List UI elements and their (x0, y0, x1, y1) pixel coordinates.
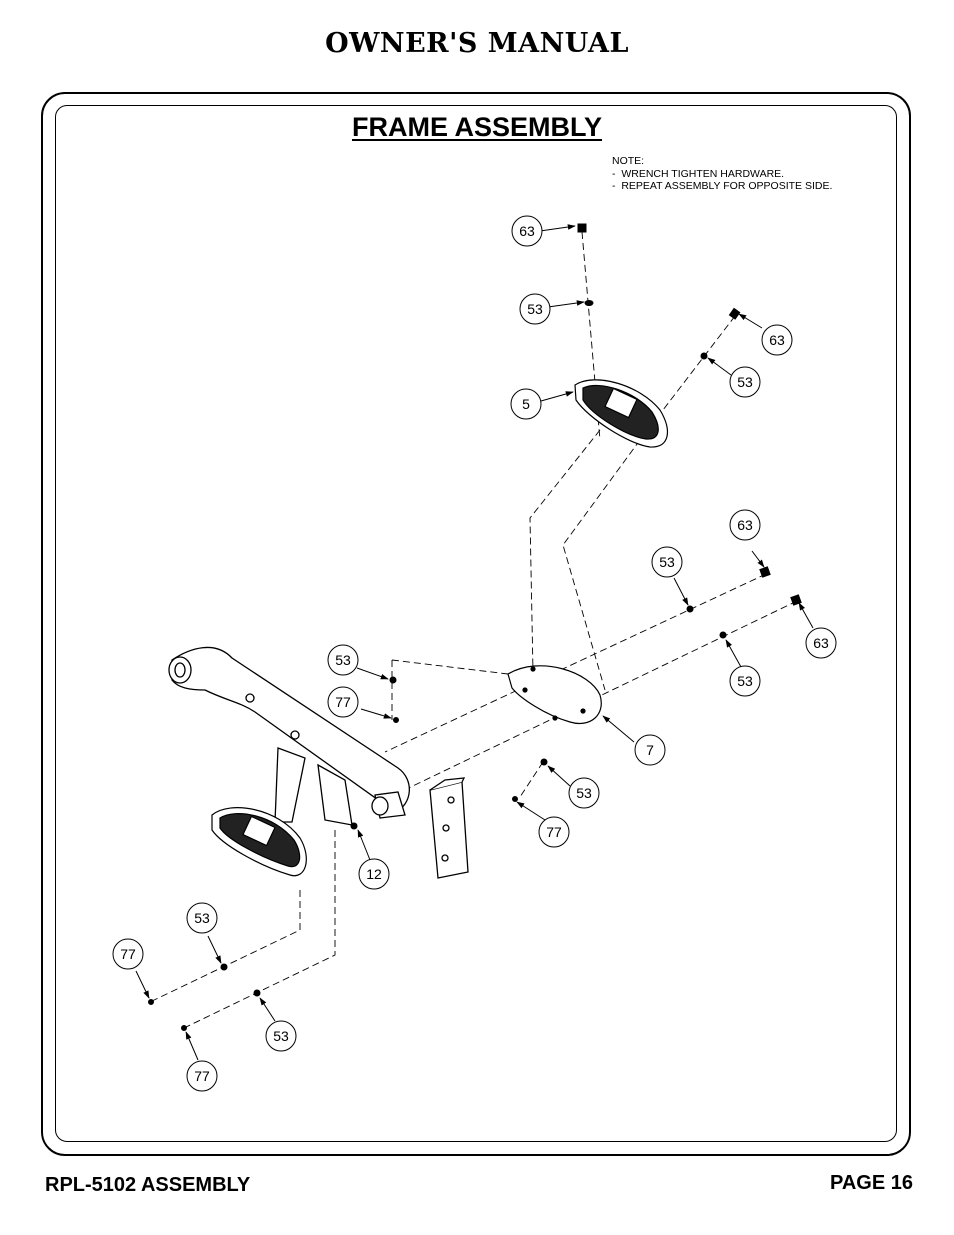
callout-label: 63 (769, 332, 785, 348)
callout-label: 77 (546, 824, 562, 840)
callout-label: 53 (335, 652, 351, 668)
footplate-lower (211, 807, 307, 877)
plate-part-7 (507, 665, 602, 724)
section-title: FRAME ASSEMBLY (351, 112, 603, 142)
assembly-guide-lines (149, 231, 798, 1029)
callout-label: 53 (527, 301, 543, 317)
hardware (148, 223, 802, 1031)
callout-label: 53 (273, 1028, 289, 1044)
note-heading: NOTE: (612, 155, 645, 167)
callout-circles (112, 215, 837, 1092)
footplate-upper (574, 379, 668, 448)
footer-page-number: PAGE 16 (830, 1172, 913, 1194)
callout-label: 63 (519, 223, 535, 239)
inner-frame (55, 105, 897, 1142)
callout-label: 53 (659, 554, 675, 570)
callout-label: 53 (737, 673, 753, 689)
note-line: - REPEAT ASSEMBLY FOR OPPOSITE SIDE. (612, 180, 833, 192)
callout-label: 53 (576, 785, 592, 801)
callout-label: 63 (737, 517, 753, 533)
footer-model-label: RPL-5102 ASSEMBLY (45, 1174, 251, 1196)
callout-label: 77 (194, 1068, 210, 1084)
outer-frame (41, 92, 911, 1156)
callout-label: 63 (813, 635, 829, 651)
note-line: - WRENCH TIGHTEN HARDWARE. (612, 167, 785, 180)
callout-label: 7 (646, 742, 654, 758)
callout-leaders (135, 224, 814, 1061)
callout-label: 5 (522, 396, 530, 412)
callout-label: 77 (120, 946, 136, 962)
callout-label: 53 (194, 910, 210, 926)
manual-title: OWNER'S MANUAL (325, 28, 629, 59)
callout-label: 53 (737, 374, 753, 390)
main-frame (168, 646, 469, 879)
callout-label: 77 (335, 694, 351, 710)
assembly-note: NOTE: - WRENCH TIGHTEN HARDWARE. - REPEA… (612, 155, 832, 193)
callout-label: 12 (366, 866, 382, 882)
